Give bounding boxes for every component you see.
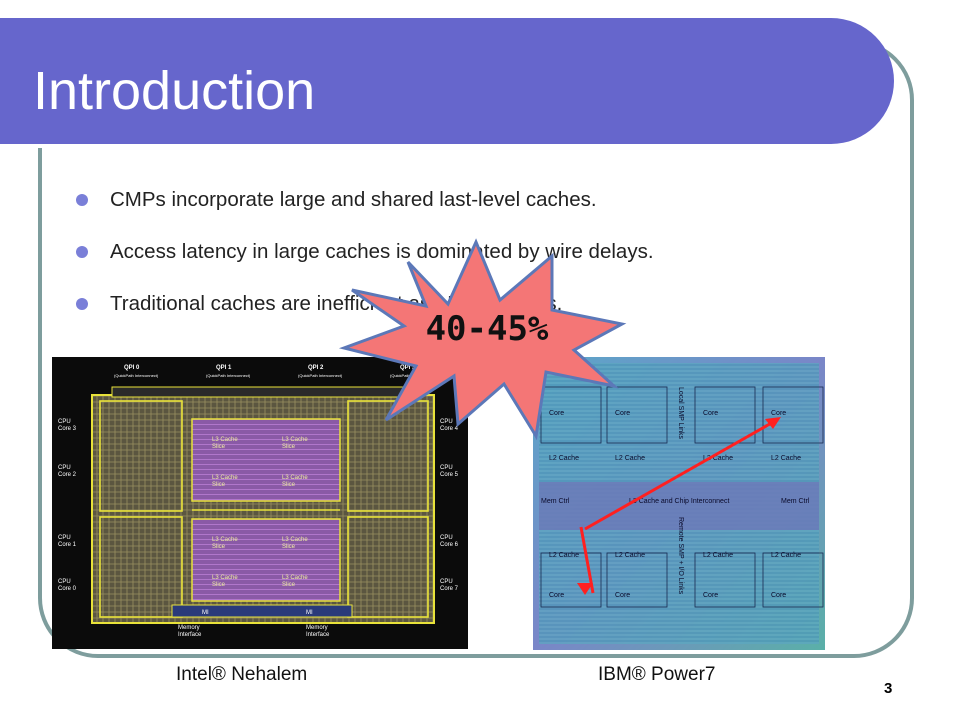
- l2-cache-label: L2 Cache: [615, 552, 645, 559]
- core-label: Core: [615, 410, 630, 417]
- cpu-core-label: CPU: [58, 535, 71, 541]
- memory-interface-label: Memory: [306, 625, 328, 631]
- l3-slice-label: Slice: [282, 582, 296, 588]
- core-block: [540, 386, 602, 444]
- bullet-text: CMPs incorporate large and shared last-l…: [110, 188, 597, 211]
- arrowhead-icon: [577, 583, 593, 595]
- cpu-core-label: CPU: [58, 579, 71, 585]
- core-label: Core: [771, 592, 786, 599]
- core-label: Core: [549, 410, 564, 417]
- l3-slice-label: L3 Cache: [282, 537, 308, 543]
- l3-slice-label: Slice: [212, 444, 226, 450]
- cpu-core-label: CPU: [58, 419, 71, 425]
- l3-slice-label: L3 Cache: [212, 537, 238, 543]
- cpu-core-label: Core 3: [58, 426, 77, 432]
- mem-ctrl-label: Mem Ctrl: [541, 498, 570, 505]
- distance-arrow-upper: [584, 419, 776, 531]
- slide-title: Introduction: [33, 61, 316, 121]
- core-label: Core: [771, 410, 786, 417]
- starburst-icon: [338, 238, 627, 441]
- mem-ctrl-label: Mem Ctrl: [781, 498, 810, 505]
- l2-cache-label: L2 Cache: [549, 455, 579, 462]
- l3-slice-label: Slice: [212, 482, 226, 488]
- core-block: [762, 386, 824, 444]
- cpu-core-label: CPU: [440, 419, 453, 425]
- cpu-core-label: CPU: [440, 465, 453, 471]
- cpu-core-label: CPU: [440, 535, 453, 541]
- qpi-sub-label: (QuickPath Interconnect): [114, 373, 159, 378]
- qpi-label: QPI 3: [400, 365, 416, 371]
- core-block: [606, 552, 668, 608]
- l3-slice-label: L3 Cache: [212, 575, 238, 581]
- qpi-label: QPI 1: [216, 365, 232, 371]
- mi-label: MI: [202, 610, 209, 616]
- cpu-core-label: CPU: [440, 579, 453, 585]
- core-block: [540, 552, 602, 608]
- cpu-core-label: Core 0: [58, 586, 77, 592]
- bullet-dot-icon: [76, 246, 88, 258]
- l2-cache-label: L2 Cache: [703, 455, 733, 462]
- l2-cache-label: L2 Cache: [771, 552, 801, 559]
- l3-slice-label: Slice: [282, 544, 296, 550]
- l3-slice-label: L3 Cache: [212, 475, 238, 481]
- mi-label: MI: [306, 610, 313, 616]
- l2-cache-label: L2 Cache: [771, 455, 801, 462]
- core-label: Core: [703, 410, 718, 417]
- nehalem-caption: Intel® Nehalem: [176, 664, 308, 685]
- l3-slice-label: L3 Cache: [212, 437, 238, 443]
- core-label: Core: [703, 592, 718, 599]
- qpi-label: QPI 2: [308, 365, 324, 371]
- cpu-core-label: Core 7: [440, 586, 459, 592]
- memory-interface-label: Memory: [178, 625, 200, 631]
- bullet-item: Access latency in large caches is domina…: [76, 238, 654, 290]
- local-smp-links-label: Local SMP Links: [677, 387, 684, 440]
- title-underline: [0, 144, 848, 148]
- l3-slice-label: Slice: [282, 482, 296, 488]
- bullet-text: Access latency in large caches is domina…: [110, 240, 654, 263]
- page-number: 3: [884, 680, 893, 697]
- cpu-core-label: CPU: [58, 465, 71, 471]
- remote-smp-links-label: Remote SMP + I/O Links: [677, 517, 684, 595]
- callout-text: 40-45%: [425, 309, 549, 349]
- cpu-core-label: Core 6: [440, 542, 459, 548]
- core-block: [606, 386, 668, 444]
- l3-slice-label: L3 Cache: [282, 475, 308, 481]
- core-block: [762, 552, 824, 608]
- cpu-core-label: Core 5: [440, 472, 459, 478]
- memory-interface-label: Interface: [178, 632, 202, 638]
- arrowhead-icon: [765, 417, 781, 429]
- core-block: [694, 552, 756, 608]
- l2-cache-label: L2 Cache: [615, 455, 645, 462]
- cpu-core-label: Core 1: [58, 542, 77, 548]
- bullet-dot-icon: [76, 298, 88, 310]
- bullet-dot-icon: [76, 194, 88, 206]
- qpi-label: QPI 0: [124, 365, 140, 371]
- qpi-sub-label: (QuickPath Interconnect): [298, 373, 343, 378]
- l3-slice-label: L3 Cache: [282, 437, 308, 443]
- distance-arrow-lower: [579, 526, 595, 594]
- qpi-sub-label: (QuickPath Interconnect): [206, 373, 251, 378]
- title-bar: Introduction: [0, 18, 894, 148]
- l3-slice-label: Slice: [282, 444, 296, 450]
- l3-interconnect-label: L3 Cache and Chip Interconnect: [629, 498, 729, 505]
- core-block: [694, 386, 756, 444]
- memory-interface-label: Interface: [306, 632, 330, 638]
- l3-slice-label: Slice: [212, 544, 226, 550]
- cpu-core-label: Core 4: [440, 426, 459, 432]
- core-label: Core: [615, 592, 630, 599]
- bullet-item: CMPs incorporate large and shared last-l…: [76, 186, 654, 238]
- l2-cache-label: L2 Cache: [549, 552, 579, 559]
- l3-slice-label: L3 Cache: [282, 575, 308, 581]
- latency-callout: 40-45%: [330, 236, 630, 446]
- power7-caption: IBM® Power7: [598, 664, 716, 685]
- l2-cache-label: L2 Cache: [703, 552, 733, 559]
- cpu-core-label: Core 2: [58, 472, 77, 478]
- core-label: Core: [549, 592, 564, 599]
- l3-slice-label: Slice: [212, 582, 226, 588]
